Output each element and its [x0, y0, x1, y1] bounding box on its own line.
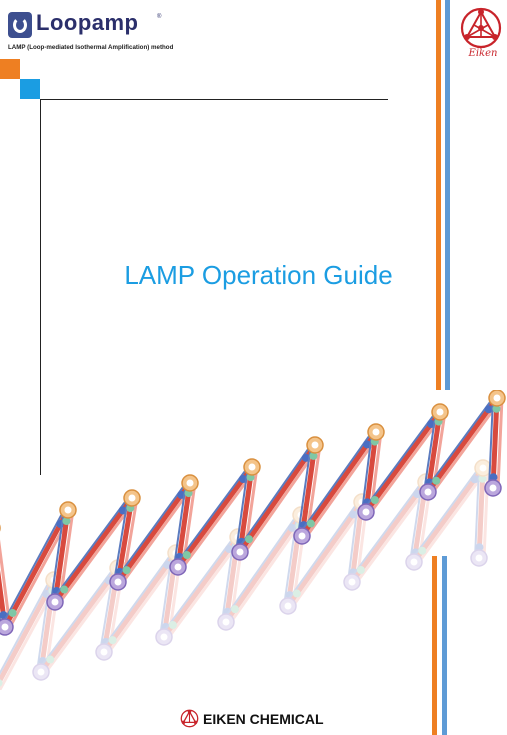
footer-company-name: EIKEN CHEMICAL [203, 711, 324, 727]
eiken-emblem-icon [460, 7, 502, 49]
blue-corner-square [20, 79, 40, 99]
footer-eiken-emblem-icon [180, 709, 199, 728]
dna-helix-illustration [0, 390, 506, 690]
loopamp-logo-icon [8, 12, 32, 38]
blue-stripe-top [445, 0, 450, 390]
left-rule-line [40, 100, 41, 475]
blue-stripe-bottom [442, 556, 447, 735]
registered-mark: ® [157, 14, 162, 20]
orange-corner-square [0, 59, 20, 79]
eiken-script-logo: Eiken [468, 48, 498, 59]
top-rule-line [40, 99, 388, 100]
brand-subtitle: LAMP (Loop-mediated Isothermal Amplifica… [8, 44, 174, 51]
brand-name: Loopamp [36, 10, 139, 35]
document-title: LAMP Operation Guide [124, 260, 393, 290]
orange-stripe-bottom [432, 556, 437, 735]
orange-stripe-top [436, 0, 441, 390]
